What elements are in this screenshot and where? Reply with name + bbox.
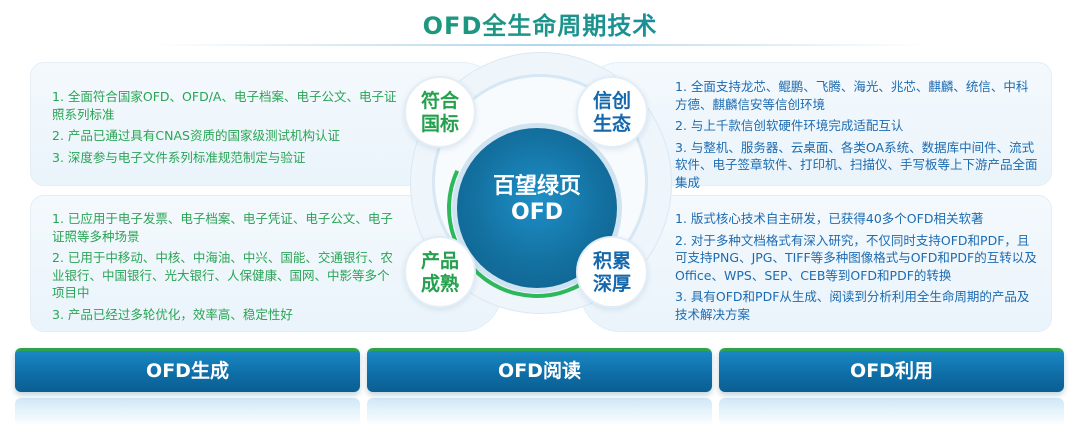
list-item: 3. 具有OFD和PDF从生成、阅读到分析利用全生命周期的产品及技术解决方案	[675, 289, 1030, 322]
list-deep-accumulation: 1. 版式核心技术自主研发，已获得40多个OFD相关软著 2. 对于多种文档格式…	[675, 210, 1040, 327]
bar-reflection	[719, 398, 1064, 426]
diagram-title: OFD全生命周期技术	[0, 6, 1080, 41]
list-item: 1. 已应用于电子发票、电子档案、电子凭证、电子公文、电子证照等多种场景	[52, 211, 393, 244]
badge-label-line1: 产品	[420, 250, 459, 272]
list-item: 1. 全面支持龙芯、鲲鹏、飞腾、海光、兆芯、麒麟、统信、中科方德、麒麟信安等信创…	[675, 79, 1029, 112]
badge-label-line2: 深厚	[592, 273, 631, 295]
stage-bar-generate: OFD生成	[15, 348, 360, 392]
list-standards-compliance: 1. 全面符合国家OFD、OFD/A、电子档案、电子公文、电子证照系列标准 2.…	[52, 88, 397, 170]
badge-standards-compliance: 符合 国标	[404, 76, 476, 148]
list-item: 1. 版式核心技术自主研发，已获得40多个OFD相关软著	[675, 211, 984, 226]
list-item: 3. 与整机、服务器、云桌面、各类OA系统、数据库中间件、流式软件、电子签章软件…	[675, 139, 1038, 190]
list-item: 2. 对于多种文档格式有深入研究，不仅同时支持OFD和PDF，且可支持PNG、J…	[675, 232, 1037, 283]
badge-label-line2: 国标	[420, 113, 459, 135]
list-item: 3. 深度参与电子文件系列标准规范制定与验证	[52, 149, 306, 165]
list-item: 2. 已用于中移动、中核、中海油、中兴、国能、交通银行、农业银行、中国银行、光大…	[52, 250, 393, 300]
badge-xinchuang-ecosystem: 信创 生态	[576, 76, 648, 148]
badge-label-line1: 积累	[592, 250, 631, 272]
stage-bar-utilize: OFD利用	[719, 348, 1064, 392]
list-item: 3. 产品已经过多轮优化，效率高、稳定性好	[52, 306, 293, 322]
list-item: 2. 与上千款信创软硬件环境完成适配互认	[675, 118, 904, 133]
title-underline	[150, 44, 930, 46]
list-xinchuang-ecosystem: 1. 全面支持龙芯、鲲鹏、飞腾、海光、兆芯、麒麟、统信、中科方德、麒麟信安等信创…	[675, 78, 1040, 195]
bar-reflection	[367, 398, 712, 426]
center-title-line1: 百望绿页	[492, 174, 581, 199]
stage-bar-read: OFD阅读	[367, 348, 712, 392]
bar-reflection	[15, 398, 360, 426]
badge-label-line2: 成熟	[420, 273, 459, 295]
list-item: 2. 产品已通过具有CNAS资质的国家级测试机构认证	[52, 128, 340, 143]
badge-label-line1: 符合	[420, 90, 459, 112]
badge-product-maturity: 产品 成熟	[404, 236, 476, 308]
list-product-maturity: 1. 已应用于电子发票、电子档案、电子凭证、电子公文、电子证照等多种场景 2. …	[52, 210, 397, 327]
badge-label-line2: 生态	[592, 113, 631, 135]
badge-deep-accumulation: 积累 深厚	[576, 236, 648, 308]
center-title-line2: OFD	[511, 200, 563, 225]
badge-label-line1: 信创	[592, 90, 631, 112]
list-item: 1. 全面符合国家OFD、OFD/A、电子档案、电子公文、电子证照系列标准	[52, 89, 397, 122]
